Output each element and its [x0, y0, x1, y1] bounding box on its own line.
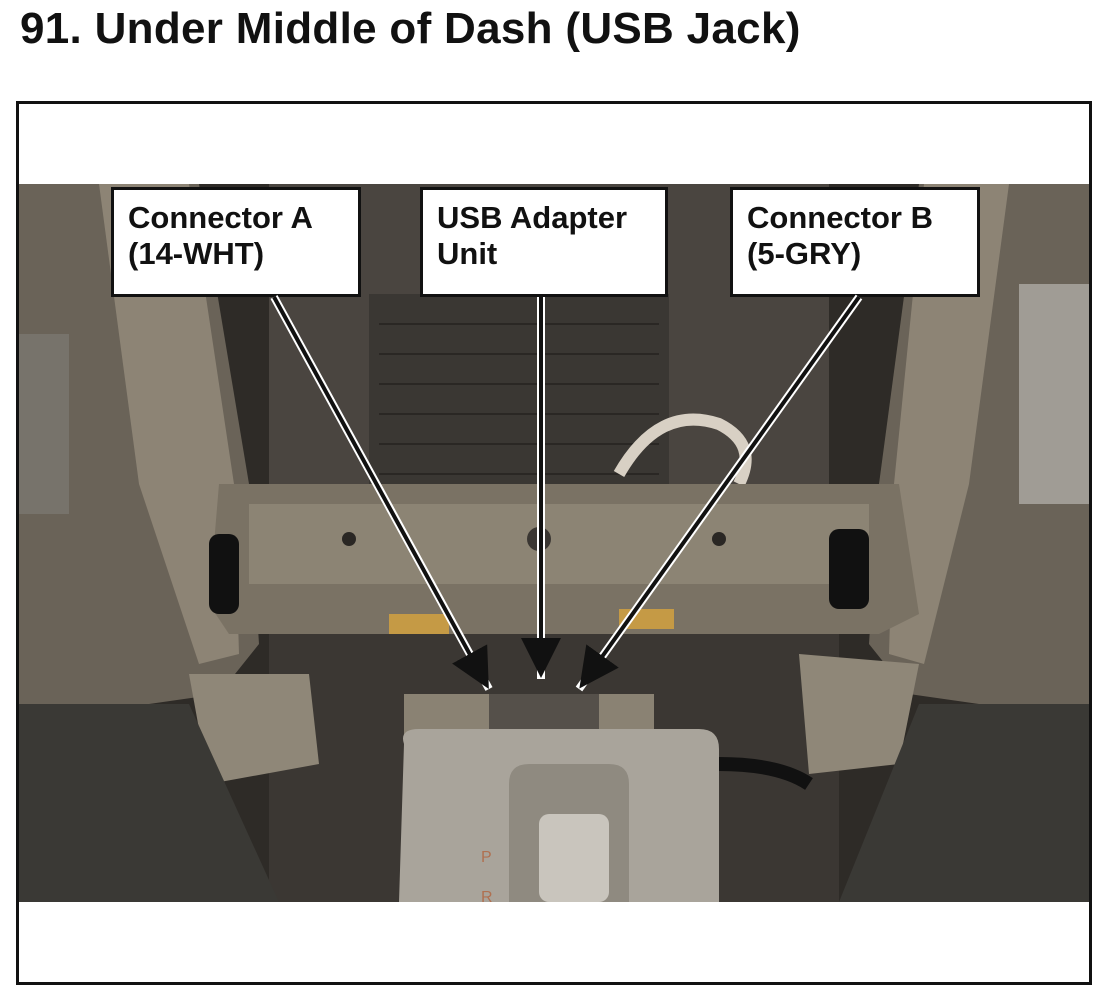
callout-connector-b: Connector B (5-GRY): [730, 187, 980, 297]
callout-usb-adapter-title: USB Adapter: [437, 200, 628, 235]
callout-usb-adapter: USB Adapter Unit: [420, 187, 668, 297]
callout-connector-a: Connector A (14-WHT): [111, 187, 361, 297]
callout-connector-a-detail: (14-WHT): [128, 236, 265, 271]
callout-connector-a-title: Connector A: [128, 200, 313, 235]
callout-usb-adapter-detail: Unit: [437, 236, 498, 271]
figure-frame: P R Connector A (14-WHT) USB Adapter Uni…: [16, 101, 1092, 985]
shifter-p-label: P: [481, 849, 492, 866]
shifter-r-label: R: [481, 889, 493, 902]
page-title: 91. Under Middle of Dash (USB Jack): [20, 4, 801, 53]
callout-connector-b-title: Connector B: [747, 200, 933, 235]
callout-connector-b-detail: (5-GRY): [747, 236, 862, 271]
